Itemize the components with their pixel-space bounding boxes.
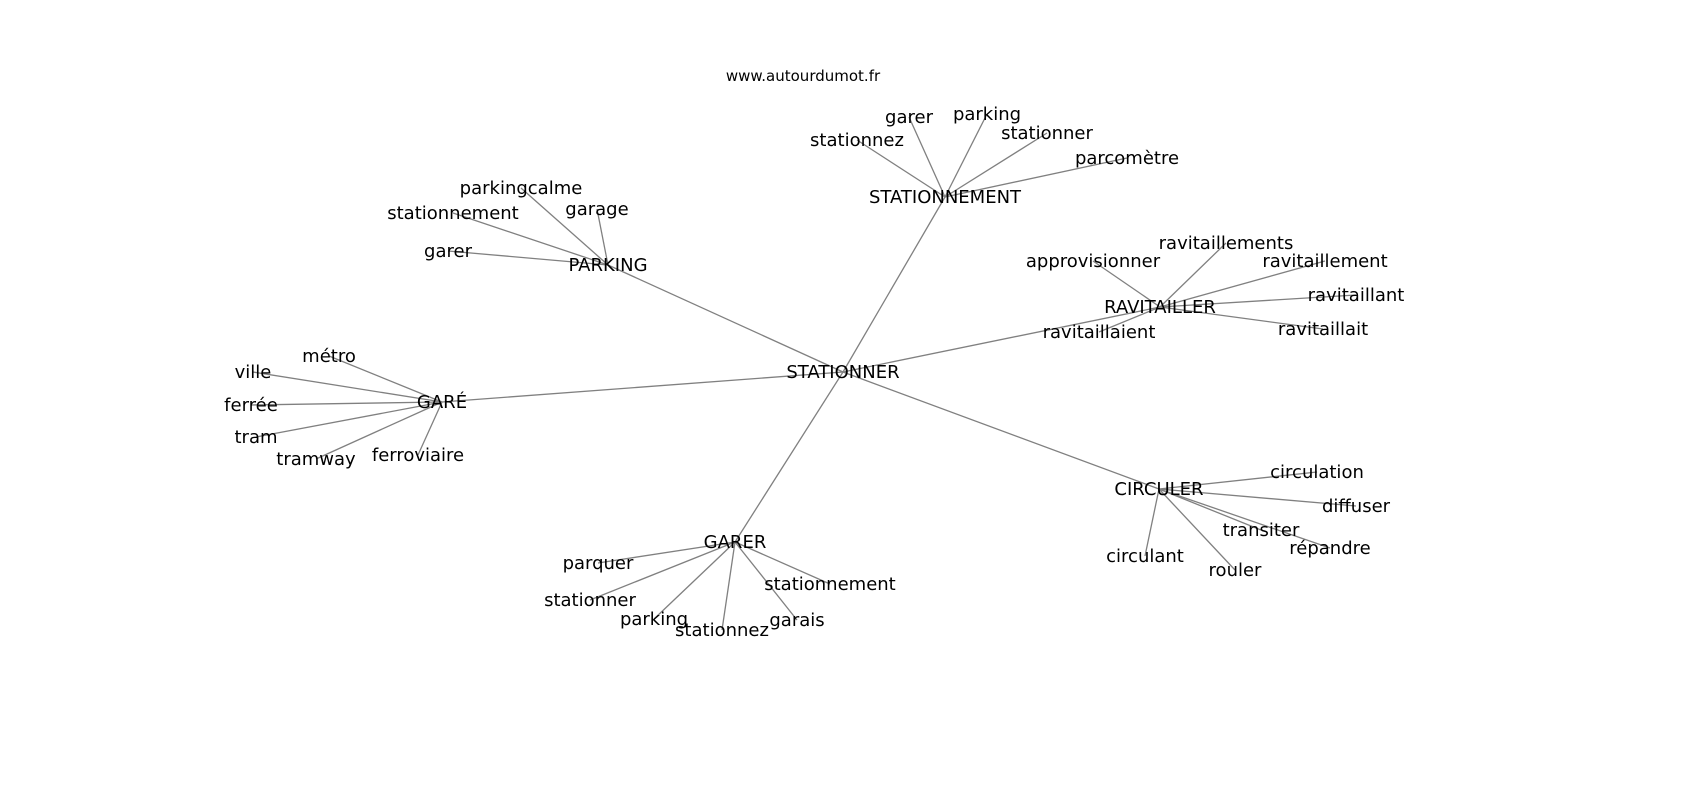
edge-center-circuler — [842, 371, 1160, 490]
edge-parking-stationnement — [452, 212, 609, 266]
node-hub-ravitailler: RAVITAILLER — [1104, 297, 1216, 318]
edge-ravitailler-ravitaillait — [1159, 306, 1324, 330]
node-leaf-stationner: stationner — [1001, 123, 1093, 144]
node-leaf-tramway: tramway — [276, 449, 356, 470]
node-leaf-circulation: circulation — [1270, 462, 1364, 483]
edge-garer-stationner — [589, 541, 736, 601]
node-leaf-ravitaillait: ravitaillait — [1278, 319, 1368, 340]
edge-garer-parking — [653, 541, 736, 620]
edge-circuler-transiter — [1158, 488, 1262, 531]
node-hub-gare: GARÉ — [417, 391, 467, 413]
node-leaf-metro: métro — [302, 346, 356, 367]
node-leaf-repandre: répandre — [1289, 538, 1370, 559]
edge-circuler-circulant — [1144, 488, 1160, 557]
node-hub-parking: PARKING — [568, 255, 647, 276]
edge-ravitailler-ravitaillaient — [1098, 306, 1161, 333]
edge-center-garer — [734, 371, 844, 543]
edge-center-ravitailler — [842, 306, 1161, 373]
edge-parking-parkingcalme — [520, 187, 609, 266]
node-leaf-ravitaillant: ravitaillant — [1308, 285, 1405, 306]
edge-center-gare — [441, 371, 844, 403]
node-hub-garer: GARER — [704, 532, 767, 553]
node-leaf-stationnez: stationnez — [675, 620, 769, 641]
node-center-stationner: STATIONNER — [786, 362, 899, 383]
edge-stationnement-stationnez — [856, 139, 946, 198]
edge-ravitailler-ravitaillant — [1159, 294, 1357, 308]
edge-gare-ferroviaire — [417, 401, 443, 456]
edge-center-stationnement — [842, 196, 946, 373]
node-leaf-ravitaillements: ravitaillements — [1159, 233, 1294, 254]
edge-circuler-repandre — [1158, 488, 1331, 549]
node-hub-stationnement: STATIONNEMENT — [869, 187, 1022, 208]
node-leaf-ravitaillaient: ravitaillaient — [1043, 322, 1156, 343]
node-leaf-tram: tram — [234, 427, 277, 448]
edge-stationnement-parking — [944, 113, 988, 198]
node-leaf-ravitaillement: ravitaillement — [1262, 251, 1387, 272]
node-leaf-stationnez: stationnez — [810, 130, 904, 151]
node-leaf-approvisionner: approvisionner — [1026, 251, 1161, 272]
edge-circuler-rouler — [1158, 488, 1236, 571]
edge-gare-metro — [328, 355, 443, 403]
edge-gare-tramway — [315, 401, 443, 460]
node-leaf-parquer: parquer — [563, 553, 634, 574]
node-leaf-stationnement: stationnement — [387, 203, 519, 224]
node-leaf-garer: garer — [424, 241, 473, 262]
node-leaf-stationner: stationner — [544, 590, 636, 611]
edge-ravitailler-approvisionner — [1092, 260, 1161, 308]
edge-gare-tram — [255, 401, 443, 438]
node-leaf-transiter: transiter — [1223, 520, 1300, 541]
node-leaf-parking: parking — [620, 609, 688, 630]
node-leaf-ferree: ferrée — [224, 395, 278, 416]
node-leaf-parkingcalme: parkingcalme — [460, 178, 583, 199]
node-hub-circuler: CIRCULER — [1114, 479, 1203, 500]
edge-garer-garais — [734, 541, 798, 621]
edge-parking-garage — [596, 208, 609, 266]
edges-layer — [250, 113, 1357, 631]
edge-parking-garer — [447, 250, 609, 266]
edge-garer-stationnement — [734, 541, 831, 585]
edge-garer-stationnez — [721, 541, 736, 631]
edge-center-parking — [607, 264, 844, 373]
edge-stationnement-parcometre — [944, 157, 1128, 198]
edge-ravitailler-ravitaillement — [1159, 260, 1326, 308]
edge-stationnement-stationner — [944, 132, 1048, 198]
edge-gare-ferree — [250, 401, 443, 406]
edge-gare-ville — [252, 371, 443, 403]
edge-ravitailler-ravitaillements — [1159, 242, 1227, 308]
node-leaf-parcometre: parcomètre — [1075, 148, 1179, 169]
edge-garer-parquer — [597, 541, 736, 564]
edge-circuler-circulation — [1158, 471, 1318, 490]
edge-circuler-diffuser — [1158, 488, 1357, 507]
node-leaf-garais: garais — [769, 610, 824, 631]
node-leaf-circulant: circulant — [1106, 546, 1184, 567]
node-leaf-ferroviaire: ferroviaire — [372, 445, 464, 466]
edge-stationnement-garer — [908, 116, 946, 198]
node-leaf-parking: parking — [953, 104, 1021, 125]
site-title: www.autourdumot.fr — [726, 67, 881, 85]
node-leaf-ville: ville — [235, 362, 272, 383]
node-leaf-diffuser: diffuser — [1322, 496, 1391, 517]
node-leaf-garage: garage — [565, 199, 628, 220]
node-leaf-garer: garer — [885, 107, 934, 128]
node-leaf-stationnement: stationnement — [764, 574, 896, 595]
node-leaf-rouler: rouler — [1209, 560, 1263, 581]
